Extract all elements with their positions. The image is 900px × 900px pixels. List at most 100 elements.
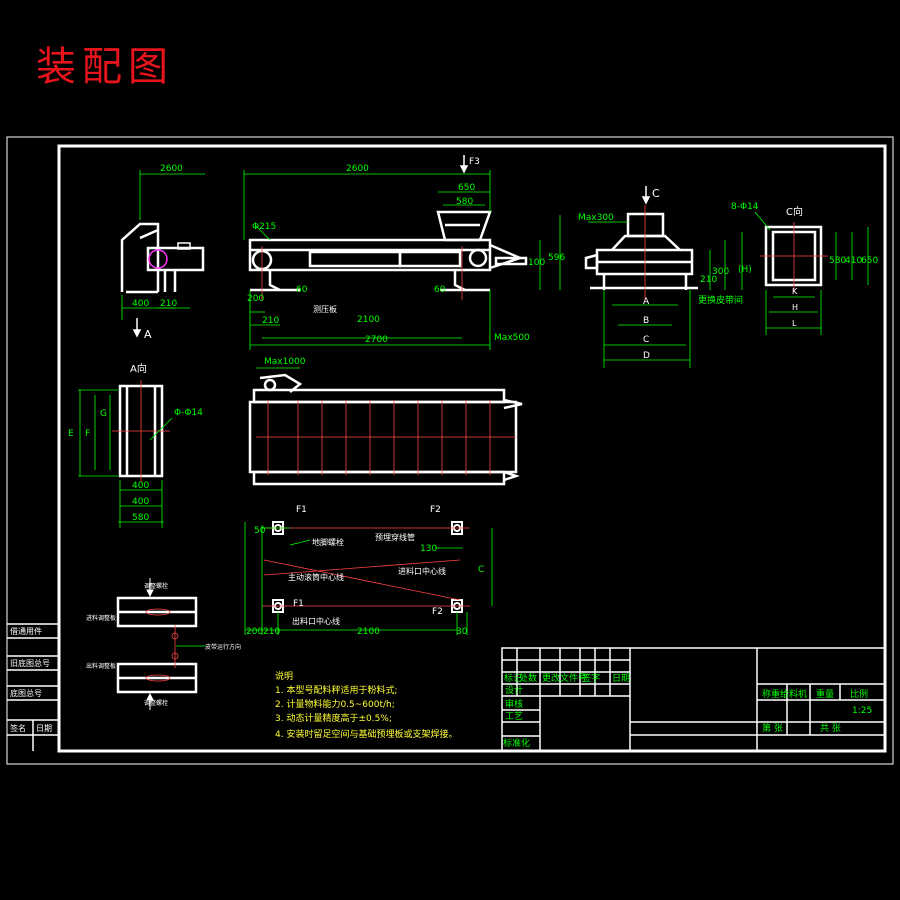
dim-label: (H) (738, 265, 752, 275)
tb-header: 签字 (582, 672, 600, 684)
dim-label: B (643, 316, 649, 326)
dim-label: Φ215 (252, 222, 276, 232)
tb-header: 日期 (612, 673, 630, 684)
c-view: C向 8-Φ14 K H L 580 410 650 (731, 202, 878, 335)
dim-label: A (643, 297, 650, 307)
tb-drawing-name: 称重给料机 (762, 688, 807, 700)
dim-label: 2100 (357, 315, 380, 325)
dim-label: F1 (296, 505, 307, 515)
dim-label: 580 (829, 256, 846, 266)
dim-label: Max300 (578, 213, 614, 223)
dim-label: 210 (700, 275, 717, 285)
dim-label: L (792, 319, 797, 328)
dim-label: 650 (458, 183, 475, 193)
view-label: C向 (786, 205, 803, 218)
dim-label: 2700 (365, 335, 388, 345)
dim-label: F1 (293, 599, 304, 609)
dim-label: Φ-Φ14 (174, 408, 203, 418)
dim-label: F2 (432, 607, 443, 617)
dim-label: E (68, 429, 74, 439)
inner-frame (57, 144, 887, 753)
tb-header: 标记 (504, 672, 522, 684)
callout-text: 地脚螺栓 (312, 537, 344, 547)
dim-label: Max1000 (264, 357, 306, 367)
notes-heading: 说明 (275, 670, 293, 682)
stamp-label: 签名 (10, 723, 26, 733)
a-view: A向 Φ-Φ14 400 400 580 E F G (68, 362, 203, 528)
plan-view: Max1000 (248, 357, 523, 486)
detail-view: 调整螺栓 调整螺栓 进料调整板 出料调整板 皮带运行方向 (86, 578, 241, 710)
callout-text: 测压板 (313, 304, 337, 314)
drawing-title: 装配图 (36, 44, 174, 90)
callout-text: 皮带运行方向 (205, 643, 241, 651)
callout-text: 进料调整板 (86, 614, 116, 622)
dim-label: D (643, 351, 650, 361)
callout-text: 调整螺栓 (144, 699, 168, 707)
dim-label: 650 (861, 256, 878, 266)
dim-label: 596 (548, 253, 565, 263)
callout-text: 调整螺栓 (144, 582, 168, 590)
title-block (501, 647, 886, 752)
dim-label: 200 (247, 294, 264, 304)
dim-label: 200 (246, 627, 263, 637)
note-item: 2. 计量物料能力0.5~600t/h; (275, 698, 395, 710)
dim-label: 60 (296, 285, 308, 295)
view-arrow-label: F3 (469, 157, 480, 167)
dim-label: 210 (263, 627, 280, 637)
dim-label: 100 (528, 258, 545, 268)
dim-label: F (85, 429, 90, 439)
tb-scale-label: 比例 (850, 688, 868, 700)
dim-label: 410 (845, 256, 862, 266)
dim-label: 30 (456, 627, 468, 637)
stamp-label: 日期 (36, 724, 52, 733)
dim-label: 2100 (357, 627, 380, 637)
callout-text: 出料调整板 (86, 662, 116, 670)
notes: 说明 1. 本型号配料秤适用于粉料式; 2. 计量物料能力0.5~600t/h;… (275, 670, 457, 740)
dim-label: 2600 (160, 164, 183, 174)
tb-sheet: 第 张 (762, 722, 783, 734)
view-label: A向 (130, 362, 147, 375)
tb-weight-label: 重量 (816, 688, 834, 700)
tb-header: 处数 (519, 672, 537, 684)
dim-label: 400 (132, 497, 149, 507)
dim-label: 130 (420, 544, 437, 554)
dim-label: 8-Φ14 (731, 202, 759, 212)
front-view: 2600 650 580 Φ215 200 210 2100 2700 60 6… (243, 155, 565, 350)
dim-label: H (792, 303, 798, 312)
dim-label: 580 (132, 513, 149, 523)
left-stamp-strip (7, 623, 59, 751)
dim-label: 210 (160, 299, 177, 309)
callout-text: 主动滚筒中心线 (288, 572, 344, 582)
dim-label: G (100, 409, 107, 419)
stamp-label: 底图总号 (10, 688, 42, 698)
stamp-label: 旧底图总号 (10, 658, 50, 668)
tb-role: 标准化 (503, 737, 530, 749)
tb-header: 更改文件号 (542, 672, 587, 684)
dim-label: 580 (456, 197, 473, 207)
note-item: 4. 安装时留足空间与基础预埋板或支架焊接。 (275, 728, 457, 740)
view-arrow-label: A (144, 328, 152, 341)
dim-label: Max500 (494, 333, 530, 343)
dim-label: C (643, 335, 649, 345)
dim-label: 400 (132, 481, 149, 491)
tb-role: 工艺 (505, 711, 523, 722)
dim-label: 60 (434, 285, 446, 295)
callout-text: 更换皮带间 (698, 294, 743, 306)
dim-label: 50 (254, 526, 266, 536)
dim-label: 300 (712, 267, 729, 277)
outer-frame (6, 136, 894, 765)
note-item: 3. 动态计量精度高于±0.5%; (275, 712, 392, 724)
side-view: 2600 400 210 A (120, 164, 205, 341)
tb-role: 审核 (505, 698, 523, 710)
dim-label: C (478, 565, 484, 575)
callout-text: 预埋穿线管 (375, 532, 415, 542)
view-arrow-label: C (652, 187, 660, 200)
tb-role: 设计 (505, 684, 523, 696)
dim-label: F2 (430, 505, 441, 515)
stamp-label: 借通用件 (10, 626, 42, 636)
end-view: A B C D Max300 主动滚筒中心线 更换皮带间 300 210 (H)… (578, 186, 752, 368)
tb-sheets: 共 张 (820, 723, 841, 734)
note-item: 1. 本型号配料秤适用于粉料式; (275, 684, 397, 696)
callout-text: 进料口中心线 (398, 566, 446, 576)
